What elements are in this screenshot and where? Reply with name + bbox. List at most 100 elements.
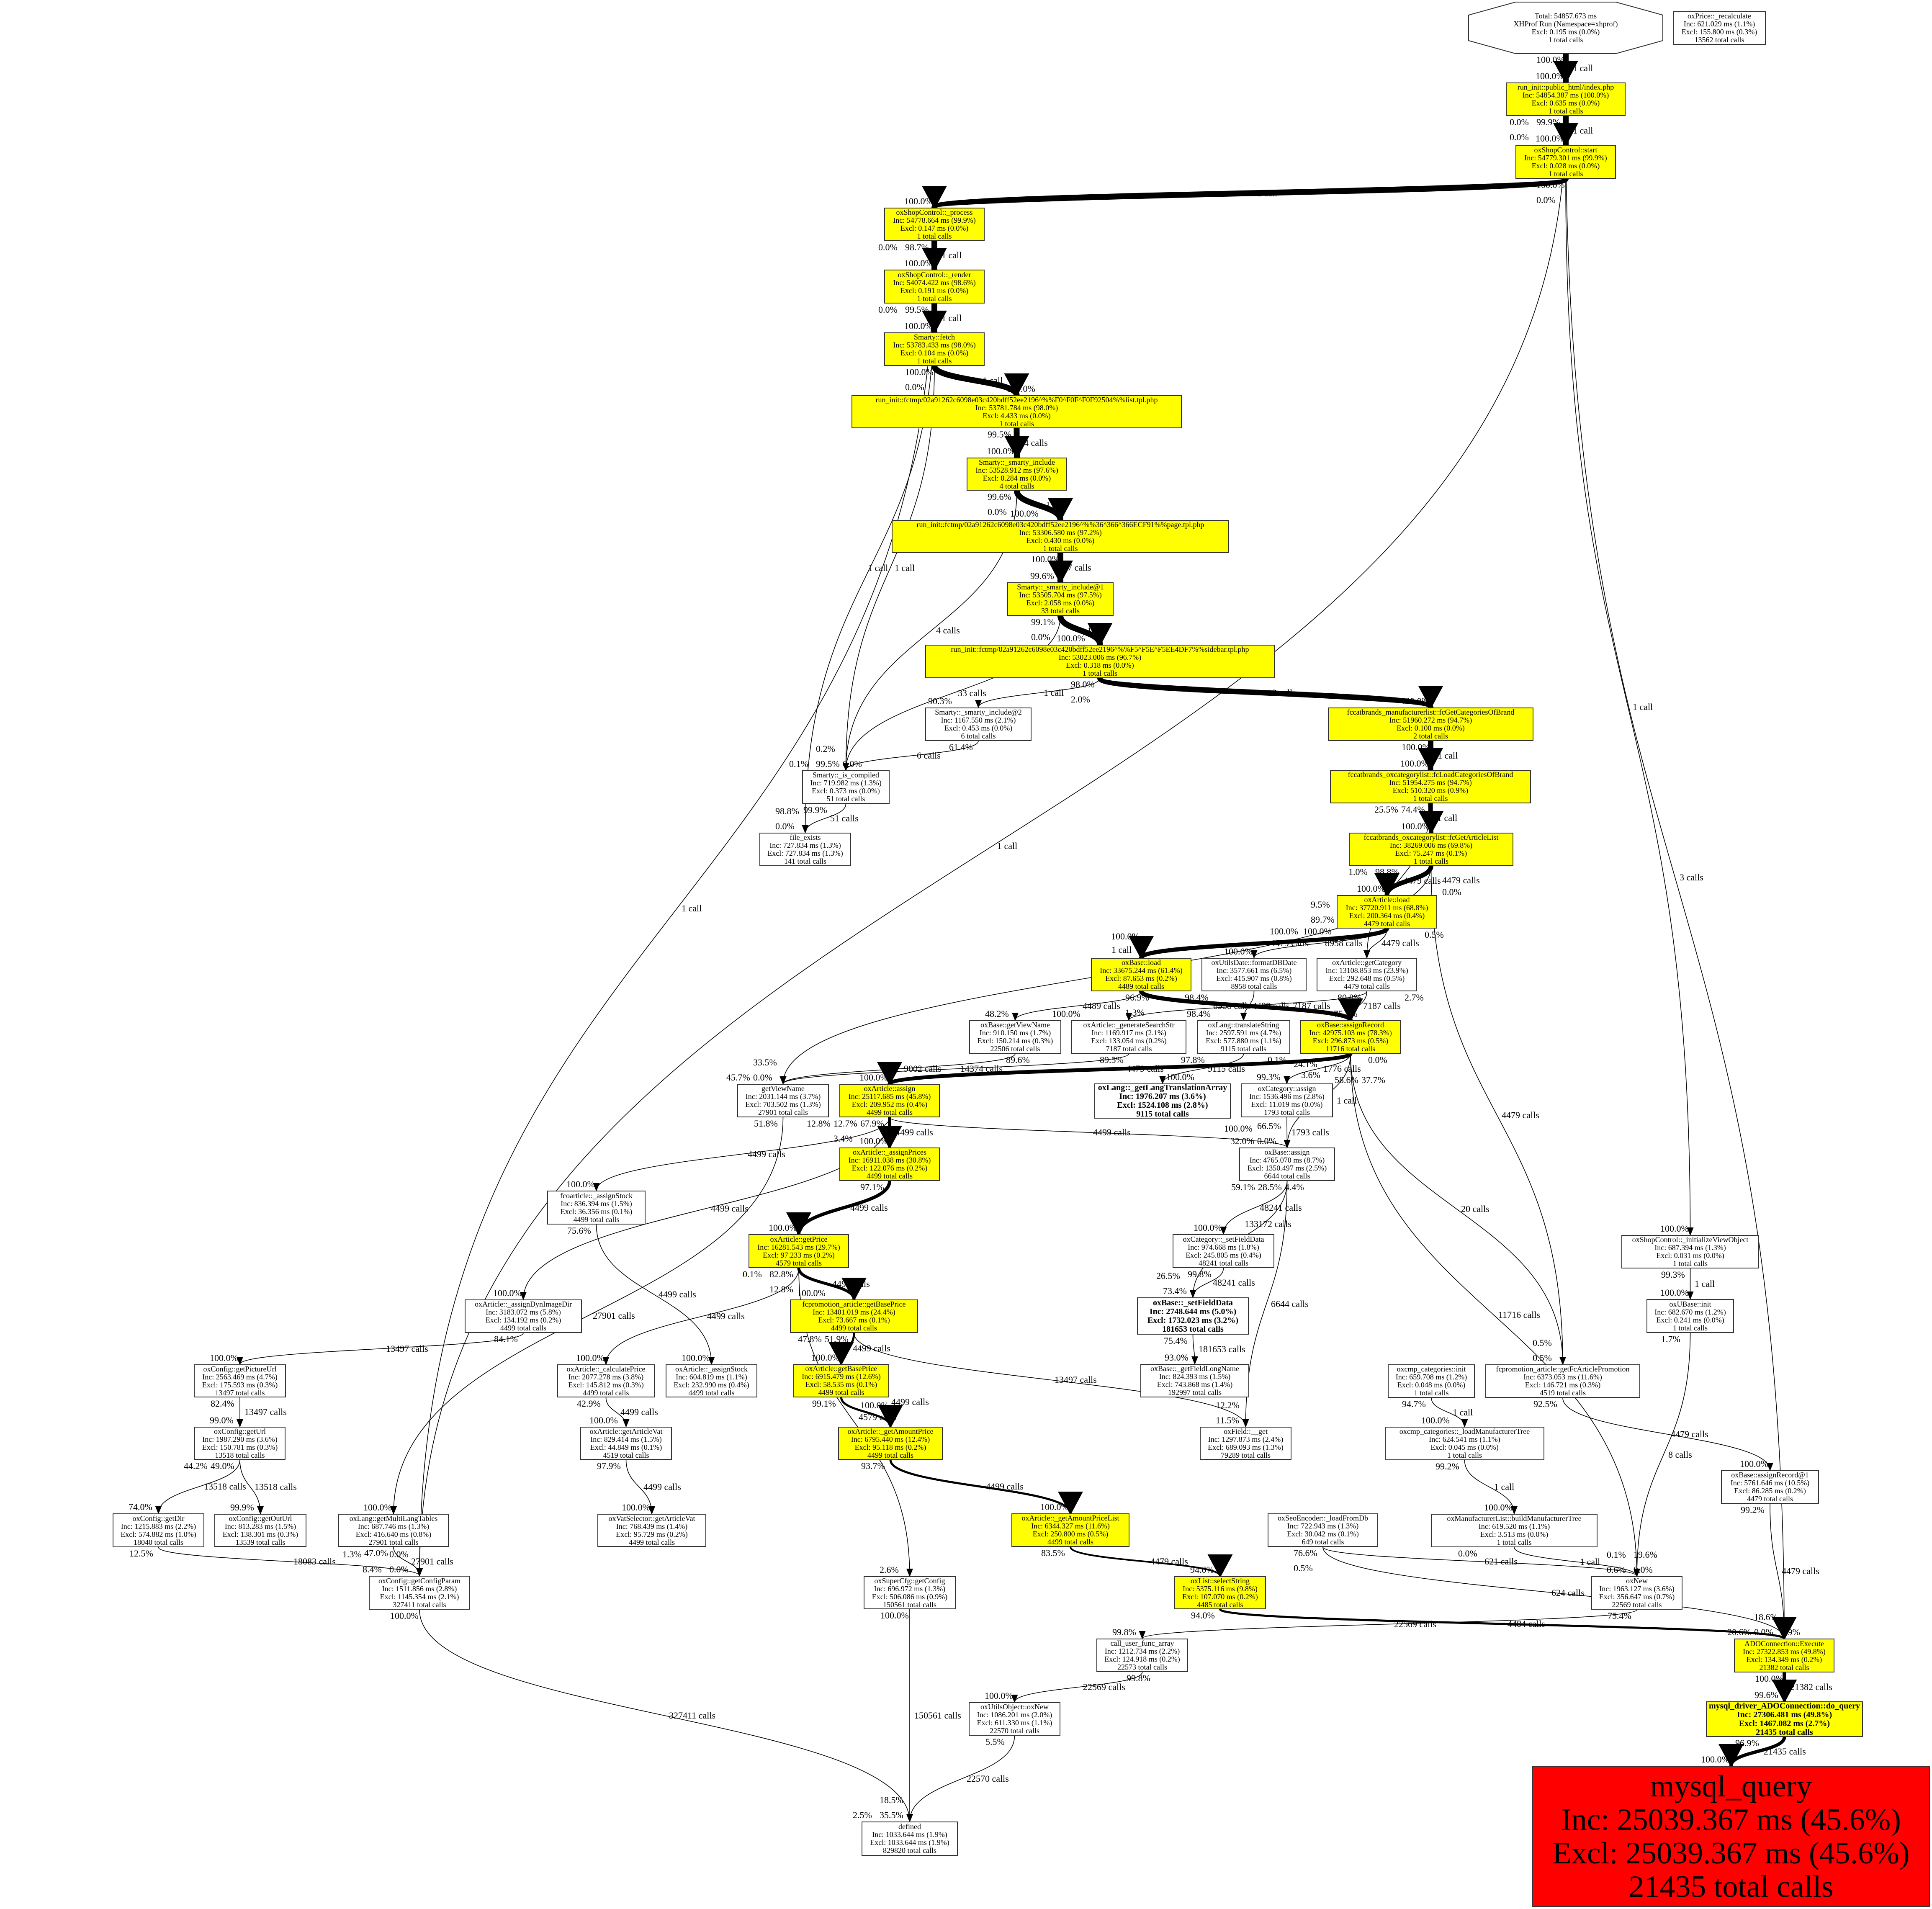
node-exclusive-time: Excl: 134.192 ms (0.2%) [485, 1316, 561, 1324]
node-run-init-fctmp-02a91262c6098e03c420bdff52ee2196-f0-f0f-f0f92504-list-tpl-php[interactable]: run_init::fctmp/02a91262c6098e03c420bdff… [852, 395, 1182, 428]
node-total-calls: 1 total calls [1043, 544, 1078, 553]
node-run-init-fctmp-02a91262c6098e03c420bdff52ee2196-36-366-366ecf91-page-tpl-php[interactable]: run_init::fctmp/02a91262c6098e03c420bdff… [892, 520, 1229, 553]
node-fcpromotion-article-getfcarticlepromotion[interactable]: fcpromotion_article::getFcArticlePromoti… [1485, 1364, 1640, 1398]
node-function-name: oxArticle::getBasePrice [805, 1364, 877, 1373]
edge-call-count: 22569 calls [1083, 1682, 1125, 1692]
node-total-calls: 649 total calls [1302, 1538, 1344, 1546]
call-edge [840, 1397, 903, 1428]
node-exclusive-time: Excl: 250.800 ms (0.5%) [1032, 1530, 1109, 1538]
node-fccatbrands-oxcategorylist-fcgetarticlelist[interactable]: fccatbrands_oxcategorylist::fcGetArticle… [1349, 833, 1513, 866]
edge-source-percent: 5.5% [985, 1737, 1005, 1747]
edge-call-count: 1 call [1337, 1095, 1357, 1106]
edge-call-count: 20 calls [1461, 1204, 1490, 1214]
node-inclusive-time: Inc: 42975.103 ms (78.3%) [1309, 1029, 1392, 1037]
node-total-calls: 1 total calls [1548, 169, 1583, 178]
edge-target-percent: 100.0% [1194, 1222, 1222, 1233]
node-exclusive-time: Excl: 138.301 ms (0.3%) [222, 1530, 298, 1539]
edge-source-percent: 82.8% [769, 1269, 793, 1279]
node-inclusive-time: Inc: 1536.496 ms (2.8%) [1249, 1092, 1325, 1101]
edge-source-percent: 0.0% [1368, 1055, 1387, 1065]
node-oxmanufacturerlist-buildmanufacturertree[interactable]: oxManufacturerList::buildManufacturerTre… [1431, 1514, 1598, 1547]
edge-call-count: 6 calls [917, 750, 941, 761]
node-fccatbrands-oxcategorylist-fcloadcategoriesofbrand[interactable]: fccatbrands_oxcategorylist::fcLoadCatego… [1330, 770, 1531, 803]
edge-source-percent: 100.0% [880, 1610, 909, 1621]
node-function-name: oxShopControl::_render [898, 270, 971, 279]
edge-source-percent: 44.2% [184, 1461, 208, 1471]
edge-call-count: 1 call [942, 250, 962, 260]
node-exclusive-time: Excl: 0.104 ms (0.0%) [900, 349, 969, 357]
node-function-name: fccatbrands_oxcategorylist::fcLoadCatego… [1348, 770, 1513, 779]
edge-call-count: 181653 calls [1199, 1344, 1245, 1354]
node-exclusive-time: Excl: 146.721 ms (0.3%) [1525, 1381, 1601, 1389]
node-fccatbrands-manufacturerlist-fcgetcategoriesofbrand[interactable]: fccatbrands_manufacturerlist::fcGetCateg… [1328, 708, 1533, 741]
node-run-init-fctmp-02a91262c6098e03c420bdff52ee2196-f5-f5e-f5ee4df7-sidebar-tpl-php[interactable]: run_init::fctmp/02a91262c6098e03c420bdff… [925, 645, 1275, 678]
node-inclusive-time: Inc: 604.819 ms (1.1%) [676, 1372, 747, 1381]
call-edge [239, 1459, 264, 1515]
call-edge [393, 1546, 423, 1577]
node-function-name: oxField::__get [1224, 1427, 1268, 1436]
